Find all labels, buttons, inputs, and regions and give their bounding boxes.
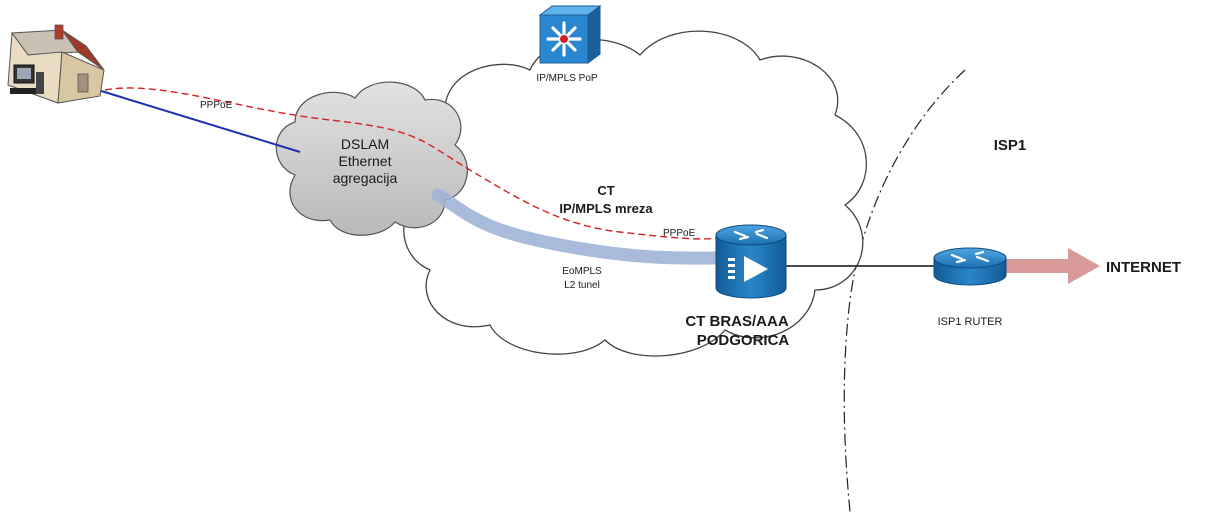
router-icon (933, 247, 1007, 286)
eompls-tunnel (431, 188, 732, 265)
internet-label: INTERNET (1106, 259, 1181, 276)
layer3-switch-icon (538, 5, 602, 64)
dslam-label-line1: DSLAM (341, 136, 389, 152)
dslam-label-line2: Ethernet (339, 153, 392, 169)
bras-label-line1: CT BRAS/AAA (685, 313, 788, 330)
pppoe-label-top: PPPoE (200, 100, 233, 111)
isp1-label: ISP1 (994, 137, 1027, 154)
eompls-label-line1: EoMPLS (562, 266, 602, 277)
pop-label: IP/MPLS PoP (536, 73, 597, 84)
dslam-cloud (275, 81, 468, 236)
ct-label-line2: IP/MPLS mreza (559, 201, 653, 216)
access-link (97, 89, 301, 153)
isp1-router-label: ISP1 RUTER (938, 316, 1003, 328)
dslam-label-line3: agregacija (333, 170, 398, 186)
ct-label-line1: CT (597, 183, 614, 198)
bras-router-icon (715, 224, 787, 299)
bras-label-line2: PODGORICA (697, 332, 790, 349)
isp-boundary-line (843, 69, 966, 513)
pppoe-label-bras: PPPoE (663, 228, 696, 239)
eompls-label-line2: L2 tunel (564, 280, 600, 291)
house-with-computer-icon (7, 24, 105, 104)
ct-ipmpls-cloud (403, 30, 867, 357)
internet-arrow (1005, 248, 1100, 284)
